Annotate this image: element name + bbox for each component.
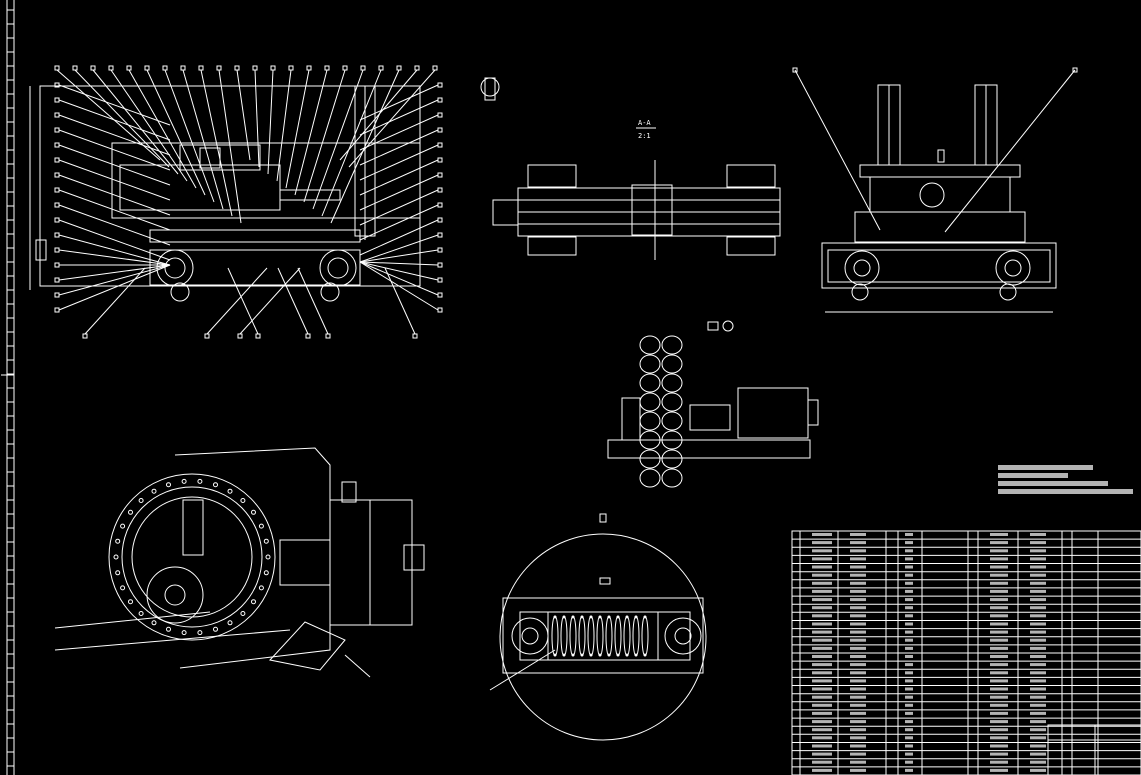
flange-bolt-holes: [113, 478, 271, 636]
front-view: [29, 65, 443, 339]
technical-notes: [998, 465, 1133, 494]
parts-list-table: [791, 530, 1141, 775]
top-view: [54, 447, 425, 678]
side-view: [792, 67, 1078, 313]
wheel-motor-view: [607, 320, 819, 488]
spring-detail: [489, 513, 707, 741]
section-label: A-A: [638, 119, 651, 127]
sheet-ruler-ticks: [7, 9, 14, 767]
coil-spring: [551, 615, 649, 657]
balloon-leaders: [54, 65, 443, 339]
omni-rollers: [639, 335, 683, 488]
section-scale: 2:1: [638, 132, 651, 140]
section-view: A-A 2:1: [480, 77, 781, 260]
parts-list-grid: [792, 531, 1141, 775]
